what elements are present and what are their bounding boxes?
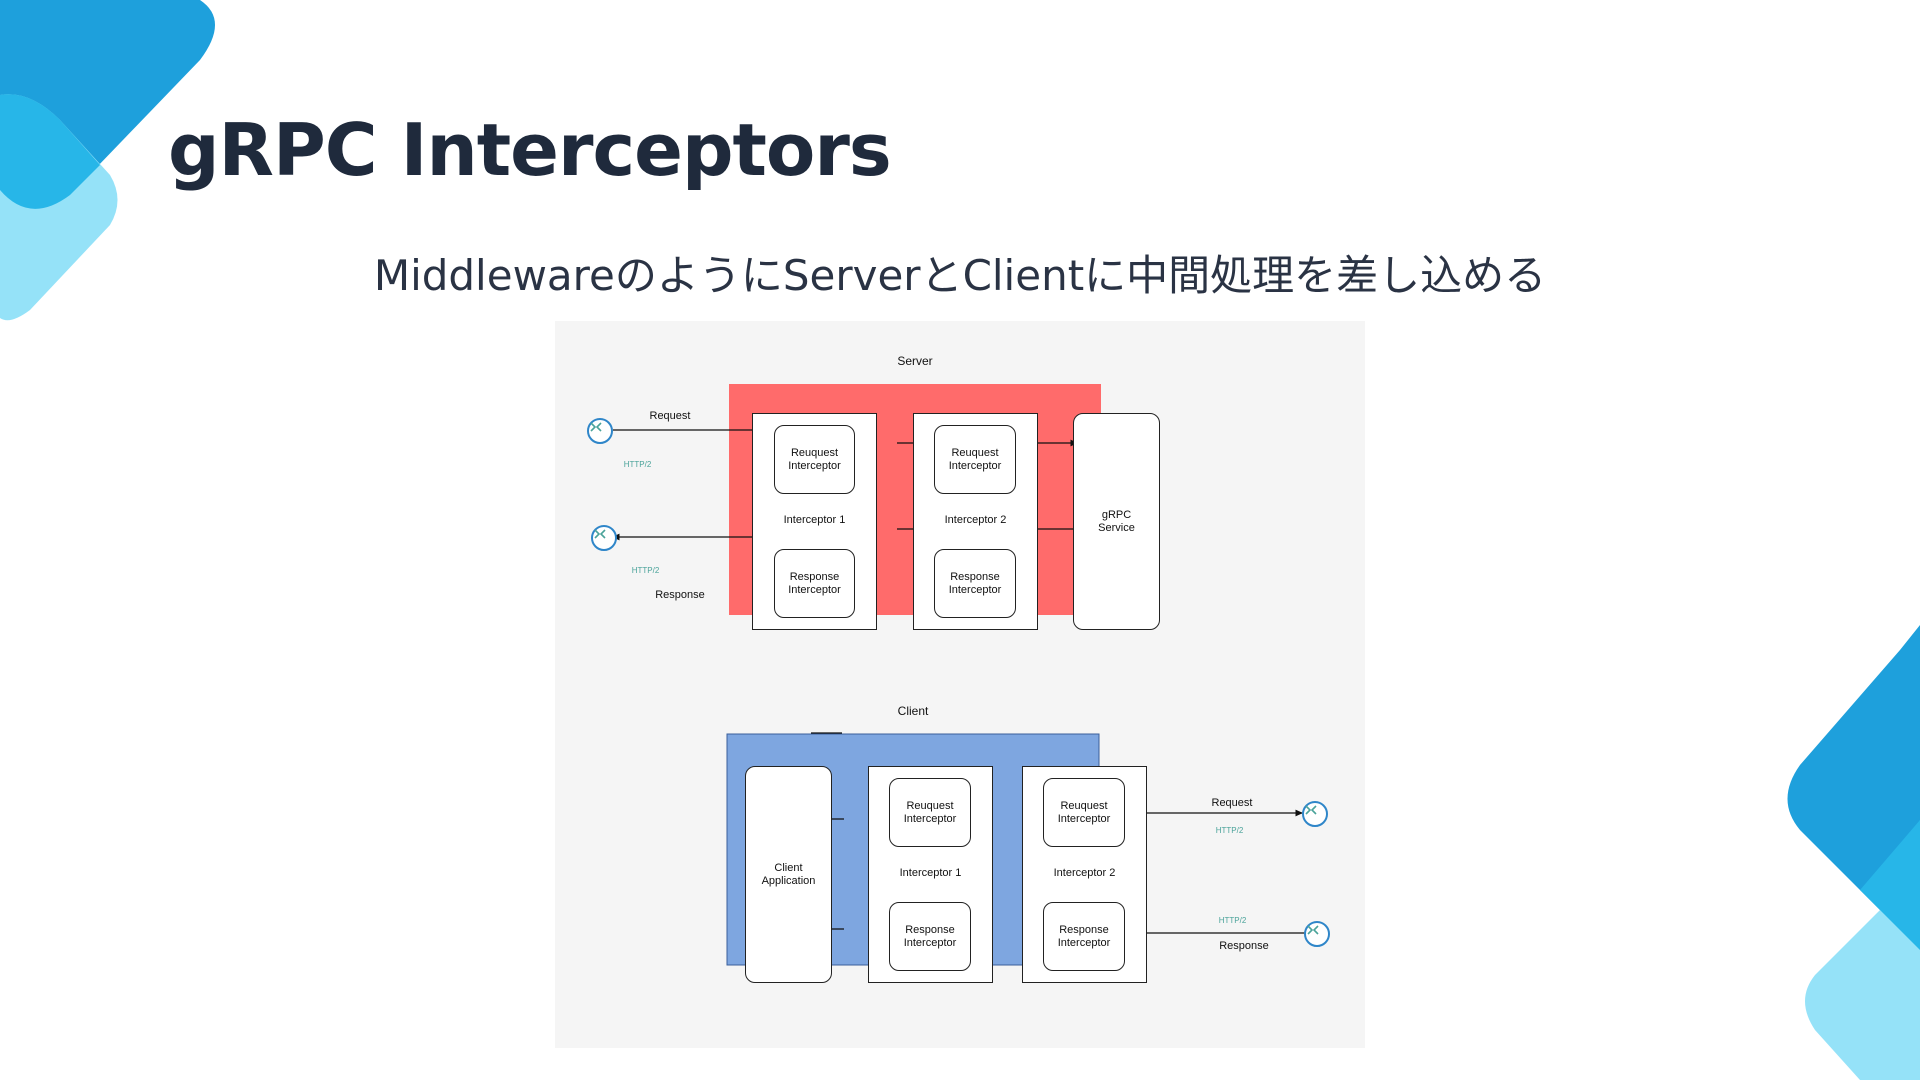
client-request-label: Request (1211, 797, 1253, 809)
client-request-protocol: HTTP/2 (1215, 826, 1244, 835)
client-interceptor-2-request: Reuquest Interceptor (1043, 778, 1125, 847)
interceptor-diagram: Server Request HTTP/2 HTTP/2 Response In… (555, 321, 1365, 1048)
server-title: Server (897, 354, 933, 368)
slide-subtitle: MiddlewareのようにServerとClientに中間処理を差し込める (373, 251, 1547, 300)
client-response-label: Response (1219, 940, 1269, 952)
server-response-protocol: HTTP/2 (631, 566, 660, 575)
client-interceptor-2-response: Response Interceptor (1043, 902, 1125, 971)
server-interceptor-1-name: Interceptor 1 (783, 514, 846, 526)
server-interceptor-2-response: Response Interceptor (934, 549, 1016, 618)
grpc-service: gRPC Service (1073, 413, 1160, 630)
top-left-decoration (0, 0, 215, 321)
server-interceptor-2-request: Reuquest Interceptor (934, 425, 1016, 494)
client-interceptor-2-name: Interceptor 2 (1053, 867, 1116, 879)
server-response-label: Response (655, 589, 705, 601)
client-response-protocol: HTTP/2 (1218, 916, 1247, 925)
client-interceptor-1-request: Reuquest Interceptor (889, 778, 971, 847)
server-interceptor-2-name: Interceptor 2 (944, 514, 1007, 526)
server-response-endpoint-icon (591, 525, 617, 551)
client-response-endpoint-icon (1304, 921, 1330, 947)
client-title: Client (897, 704, 929, 718)
client-application: Client Application (745, 766, 832, 983)
slide-title: gRPC Interceptors (168, 108, 892, 192)
server-interceptor-1-response: Response Interceptor (774, 549, 855, 618)
bottom-right-decoration (1787, 625, 1920, 1080)
server-interceptor-1-request: Reuquest Interceptor (774, 425, 855, 494)
server-request-endpoint-icon (587, 418, 613, 444)
client-interceptor-1-name: Interceptor 1 (899, 867, 962, 879)
client-interceptor-1-response: Response Interceptor (889, 902, 971, 971)
server-request-label: Request (649, 410, 691, 422)
server-request-protocol: HTTP/2 (623, 460, 652, 469)
client-request-endpoint-icon (1302, 801, 1328, 827)
